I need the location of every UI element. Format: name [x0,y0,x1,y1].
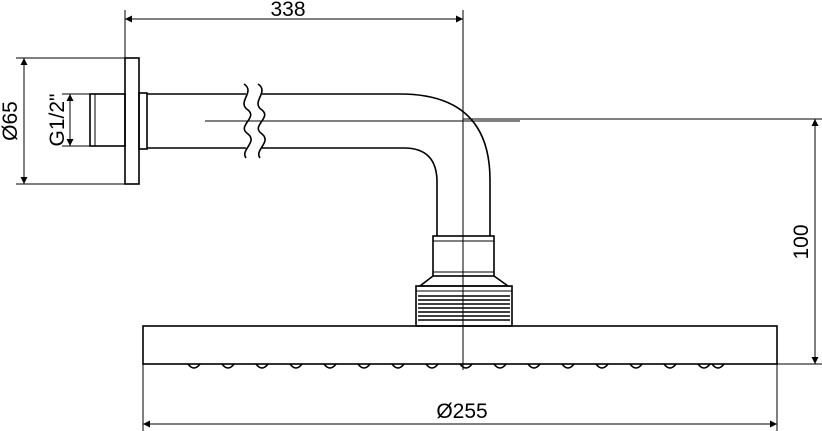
centre-lines [205,18,520,370]
thread-connector [89,93,126,147]
dim-head-diameter-label: Ø255 [436,400,487,423]
dim-arm-length: 338 [124,0,464,58]
dim-head-diameter: Ø255 [142,364,778,431]
ball-joint [415,235,513,327]
dim-thread: G1/2" [46,93,90,147]
shower-arm [147,83,491,236]
wall-flange [124,57,140,185]
dim-arm-length-label: 338 [270,0,305,21]
dim-flange-diameter-label: Ø65 [0,101,22,141]
dim-thread-label: G1/2" [46,94,69,147]
dim-drop-height: 100 [463,118,822,365]
dim-flange-diameter: Ø65 [0,57,125,185]
shower-head [142,325,778,369]
dim-drop-height-label: 100 [790,224,813,259]
nozzle-row [187,363,725,369]
arm-collar [138,92,148,150]
